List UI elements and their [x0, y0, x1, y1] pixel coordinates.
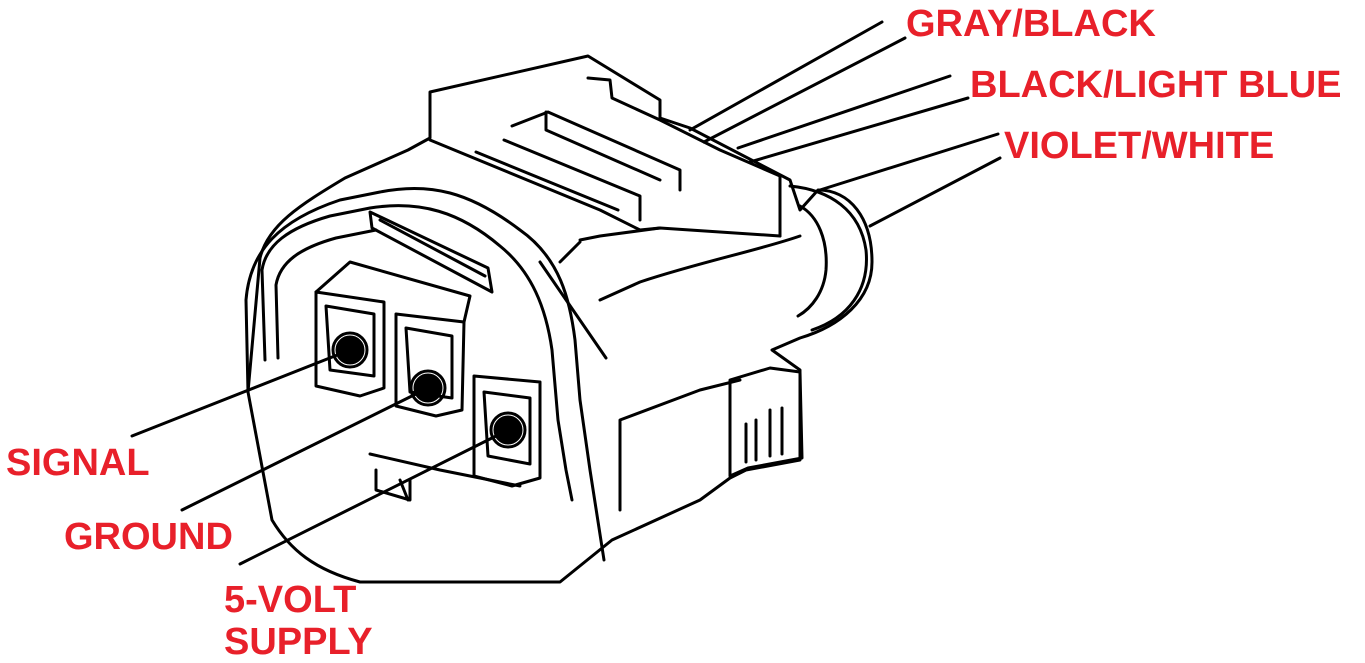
- rear-boot-inner: [796, 204, 828, 318]
- cavity-ground: [394, 312, 466, 418]
- top-latch: [368, 210, 494, 294]
- cavity-divider: [314, 260, 472, 324]
- rear-boot: [788, 184, 868, 332]
- top-block-3: [558, 240, 582, 264]
- leader-ground: [180, 386, 430, 512]
- top-rib-2: [474, 150, 620, 212]
- latch-ridge: [378, 218, 487, 278]
- side-seam: [538, 260, 608, 360]
- label-violet-white: VIOLET/WHITE: [1004, 125, 1275, 167]
- outer-shell: [246, 54, 874, 584]
- wire-violet-white-edge: [868, 156, 1002, 228]
- label-gray-black: GRAY/BLACK: [906, 3, 1156, 45]
- cavity-signal-inner: [324, 304, 376, 378]
- pin-5volt-ring: [489, 411, 527, 449]
- label-5-volt: 5-VOLT: [224, 579, 357, 621]
- top-block: [586, 76, 782, 238]
- side-edge: [598, 234, 802, 302]
- top-rib-4: [510, 110, 682, 192]
- wire-group: [688, 20, 1002, 228]
- top-rib-3: [502, 138, 642, 222]
- leader-signal: [130, 348, 352, 438]
- leader-5volt: [238, 428, 510, 566]
- inner-rim-2: [274, 228, 378, 360]
- lock-tab: [728, 366, 804, 478]
- wire-gray-black-edge: [702, 36, 907, 144]
- label-signal: SIGNAL: [6, 442, 150, 484]
- connector-body: [244, 54, 874, 584]
- front-face: [244, 186, 606, 562]
- top-block-2: [578, 226, 782, 242]
- pin-signal-ring: [331, 331, 369, 369]
- wire-black-blue-edge: [748, 96, 970, 164]
- pin-ground-ring: [409, 369, 447, 407]
- wire-violet-white: [818, 132, 1000, 192]
- cavity-signal: [314, 290, 386, 398]
- terminal-cavities: [314, 260, 542, 488]
- cavity-ground-inner: [404, 326, 454, 400]
- cavity-5volt-inner: [482, 390, 532, 466]
- label-ground: GROUND: [64, 516, 233, 558]
- inner-rim: [260, 204, 574, 502]
- top-rib-5: [544, 110, 662, 182]
- label-supply: SUPPLY: [224, 621, 373, 663]
- leader-lines: [130, 348, 510, 566]
- cavity-5volt: [472, 374, 542, 488]
- label-black-light-blue: BLACK/LIGHT BLUE: [970, 64, 1342, 106]
- bottom-slot: [374, 468, 412, 502]
- wire-gray-black: [688, 20, 884, 132]
- side-edge-2: [618, 378, 742, 512]
- top-rib-1: [428, 138, 662, 232]
- wire-black-blue: [736, 74, 952, 150]
